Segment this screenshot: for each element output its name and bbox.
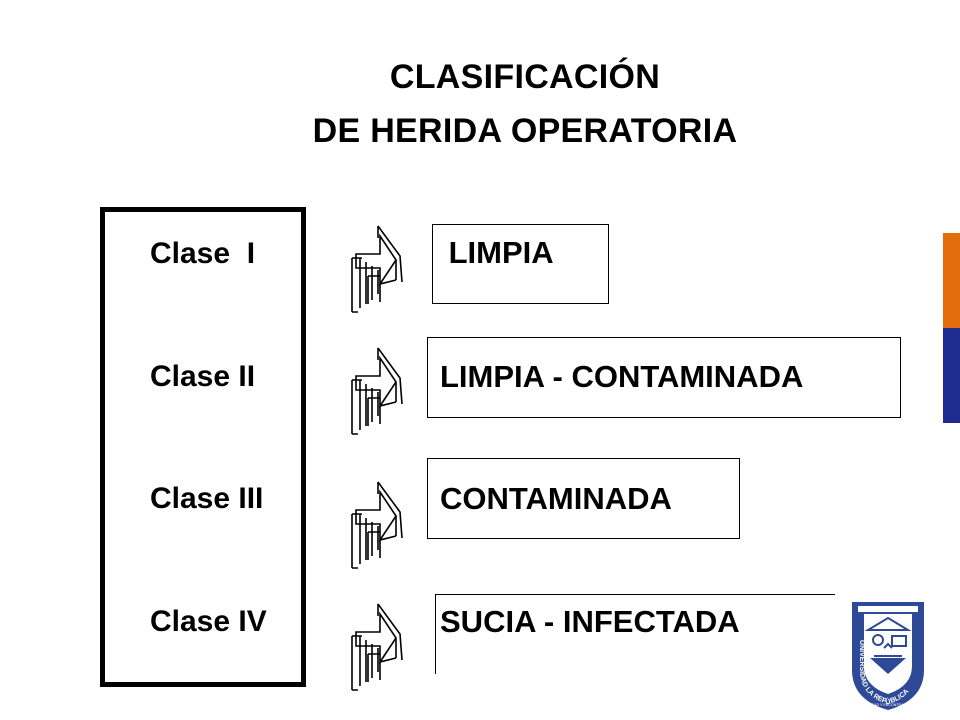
title-line-2: DE HERIDA OPERATORIA — [312, 112, 738, 150]
result-text-4: SUCIA - INFECTADA — [440, 604, 740, 639]
right-arrow-icon — [351, 481, 403, 569]
right-arrow-icon — [351, 603, 403, 691]
right-arrow-icon — [351, 225, 403, 313]
class-label-1: Clase I — [150, 237, 256, 270]
slide-title: CLASIFICACIÓN DE HERIDA OPERATORIA — [0, 50, 960, 158]
crest-motto: BUSCAD Y ENCONTRARÉIS — [864, 702, 912, 707]
result-box-1 — [432, 224, 609, 304]
accent-bar-blue — [943, 328, 960, 423]
result-box-4 — [435, 594, 835, 674]
university-crest-icon: UNIVERSIDAD LA REPÚBLICA BUSCAD Y ENCONT… — [852, 602, 924, 710]
accent-bar-orange — [943, 233, 960, 328]
result-text-2: LIMPIA - CONTAMINADA — [440, 359, 804, 394]
right-arrow-icon — [351, 347, 403, 435]
result-box-3 — [427, 458, 740, 539]
class-label-2: Clase II — [150, 360, 256, 393]
class-label-3: Clase III — [150, 482, 264, 515]
result-text-3: CONTAMINADA — [440, 481, 672, 516]
class-list-frame — [100, 207, 306, 687]
class-label-4: Clase IV — [150, 605, 267, 638]
result-box-2 — [427, 337, 901, 418]
result-text-1: LIMPIA — [440, 235, 554, 270]
title-line-1: CLASIFICACIÓN — [389, 58, 661, 96]
